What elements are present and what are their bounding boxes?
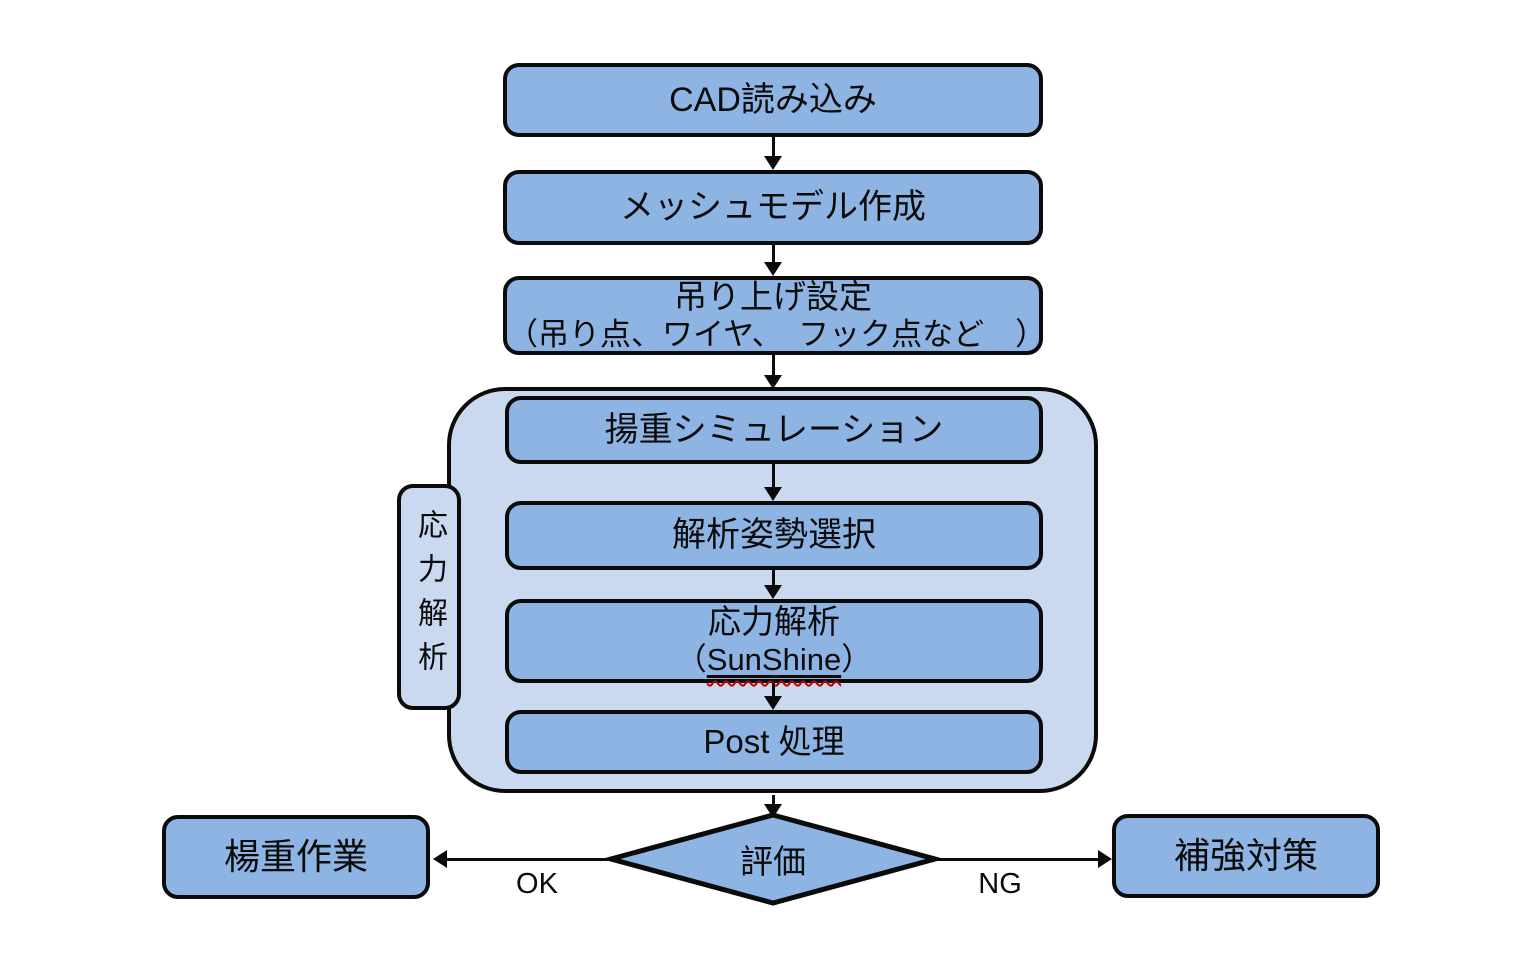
decision-label: 評価 bbox=[740, 843, 806, 880]
arrow-down-icon bbox=[764, 683, 782, 710]
node-stress-analysis: 応力解析 （SunShine） bbox=[505, 599, 1043, 683]
paren-open: （ bbox=[675, 642, 707, 678]
node-posture-selection: 解析姿勢選択 bbox=[505, 501, 1043, 570]
edge-label-ok: OK bbox=[516, 868, 558, 900]
node-cad-import: CAD読み込み bbox=[503, 63, 1043, 137]
node-label-line1: 応力解析 bbox=[708, 603, 840, 641]
arrow-left-icon bbox=[433, 850, 612, 868]
paren-close: ） bbox=[841, 642, 873, 678]
decision-diamond bbox=[606, 812, 940, 906]
node-label: メッシュモデル作成 bbox=[620, 188, 926, 227]
arrow-right-icon bbox=[935, 850, 1112, 868]
arrow-down-icon bbox=[764, 245, 782, 276]
node-label: CAD読み込み bbox=[669, 80, 877, 119]
edge-label-ng: NG bbox=[978, 868, 1022, 900]
node-reinforcement: 補強対策 bbox=[1112, 814, 1380, 898]
node-label: Post 処理 bbox=[703, 722, 845, 760]
sunshine-text: SunShine bbox=[706, 642, 842, 678]
arrow-down-icon bbox=[764, 355, 782, 389]
group-tag-label: 応力解析 bbox=[413, 509, 446, 685]
node-label-line1: 吊り上げ設定 bbox=[674, 277, 872, 315]
node-lifting-simulation: 揚重シミュレーション bbox=[505, 396, 1043, 464]
node-lifting-setup: 吊り上げ設定 （吊り点、ワイヤ、 フック点など ） bbox=[503, 276, 1047, 355]
node-mesh-model: メッシュモデル作成 bbox=[503, 170, 1043, 245]
node-label-line2: （SunShine） bbox=[676, 642, 872, 679]
node-label: 楊重作業 bbox=[223, 835, 368, 877]
node-lifting-work: 楊重作業 bbox=[162, 815, 430, 899]
node-post-processing: Post 処理 bbox=[505, 710, 1043, 774]
arrow-down-icon bbox=[764, 137, 782, 170]
node-label: 解析姿勢選択 bbox=[672, 516, 876, 555]
stress-analysis-group-tag: 応力解析 bbox=[397, 484, 461, 710]
arrow-down-icon bbox=[764, 570, 782, 599]
node-label: 揚重シミュレーション bbox=[604, 410, 944, 449]
node-label: 補強対策 bbox=[1173, 834, 1318, 876]
node-label-line2: （吊り点、ワイヤ、 フック点など ） bbox=[507, 316, 1047, 352]
arrow-down-icon bbox=[764, 464, 782, 501]
